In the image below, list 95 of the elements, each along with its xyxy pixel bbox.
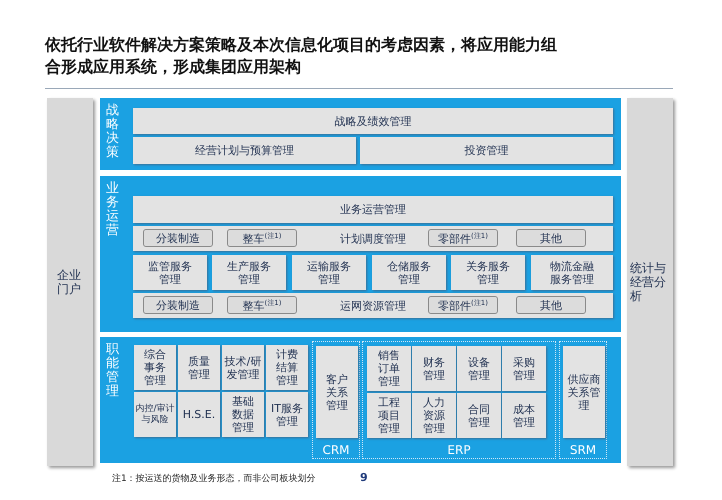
module-label: 合同管理 [467,402,491,428]
module-box [502,393,546,438]
module-box [451,255,525,290]
module-box [457,393,501,438]
module-box [133,108,613,134]
module-label: 内控/审计与风险 [135,404,175,426]
module-box [266,345,308,390]
layer-panel [100,337,621,463]
module-box [367,393,411,438]
module-label: 统计与经营分析 [630,261,667,303]
module-box [178,345,220,390]
module-box [266,392,308,437]
module-box [222,392,264,437]
side-column [47,98,93,466]
module-label: 财务管理 [422,356,446,382]
module-box [412,346,456,391]
module-box [360,137,613,164]
tag-box [143,296,213,314]
module-label: 销售订单管理 [377,349,401,388]
module-label: 关务服务管理 [465,260,511,286]
tag-box [516,229,586,247]
tag-box [227,229,297,247]
system-group [559,341,607,459]
system-group [312,341,360,459]
module-box [316,346,358,438]
module-label: 供应商关系管理 [566,372,602,412]
module-label: 基础数据管理 [231,395,255,434]
module-label: 分装制造 [156,232,200,244]
module-box [212,255,286,290]
tag-box [428,229,498,247]
side-column [627,98,673,466]
group-label: SRM [568,443,598,457]
module-label: IT服务管理 [270,402,304,428]
footnote: 注1：按运送的货物及业务形态，而非公司板块划分 [112,472,316,485]
module-label: 企业门户 [57,268,82,296]
module-box [178,392,220,437]
module-label: 业务运营管理 [340,203,406,216]
module-label: 战略及绩效管理 [334,114,412,128]
module-box [531,255,613,290]
module-box [133,196,613,223]
module-label: 采购管理 [512,356,536,382]
module-label: 其他 [540,232,562,244]
module-label: 客户关系管理 [325,372,349,412]
module-label: 监管服务管理 [147,260,193,286]
page-number: 9 [360,471,368,484]
page-title: 依托行业软件解决方案策略及本次信息化项目的考虑因素，将应用能力组合形成应用系统，形成集团应用架构 [45,34,558,78]
layer-title: 业务运营 [106,182,120,238]
module-label: 零部件$^{(注1)}$ [438,298,488,313]
module-label: 投资管理 [464,144,508,157]
layer-panel [100,98,621,170]
layer-title: 战略决策 [106,104,120,160]
module-label: 计费结算管理 [275,348,299,387]
module-box [457,346,501,391]
module-label: 分装制造 [156,298,200,312]
module-bar [133,293,613,318]
module-label: 计划调度管理 [340,232,406,245]
module-label: 整车$^{(注1)}$ [242,231,282,246]
module-label: 设备管理 [467,356,491,382]
module-label: 经营计划与预算管理 [195,144,294,157]
module-box [412,393,456,438]
tag-box [516,296,586,314]
group-label: CRM [321,443,351,457]
module-box [133,137,356,164]
module-label: 质量管理 [187,354,211,380]
module-label: 工程项目管理 [377,396,401,435]
module-label: 运输服务管理 [306,260,352,286]
module-box [134,392,176,437]
module-box [367,346,411,391]
module-box [563,346,605,438]
module-box [502,346,546,391]
tag-box [428,296,498,314]
tag-box [143,229,213,247]
module-bar [133,226,613,251]
module-box [222,345,264,390]
system-group [362,341,556,459]
module-label: 技术/研发管理 [224,354,262,380]
module-label: 其他 [540,298,562,312]
module-label: 仓储服务管理 [386,260,432,286]
module-label: 成本管理 [512,402,536,428]
layer-panel [100,176,621,332]
module-label: 运网资源管理 [340,299,406,312]
module-label: 物流金融服务管理 [549,260,595,286]
tag-box [227,296,297,314]
module-box [372,255,446,290]
module-box [134,345,176,390]
module-box [133,255,207,290]
module-box [292,255,366,290]
module-label: 综合事务管理 [143,348,167,387]
module-label: 零部件$^{(注1)}$ [438,231,488,246]
group-label: ERP [446,443,472,457]
module-label: 人力资源管理 [422,396,446,435]
module-label: 生产服务管理 [226,260,272,286]
layer-title: 职能管理 [106,343,120,399]
module-label: 整车$^{(注1)}$ [242,298,282,313]
module-label: H.S.E. [182,408,216,421]
